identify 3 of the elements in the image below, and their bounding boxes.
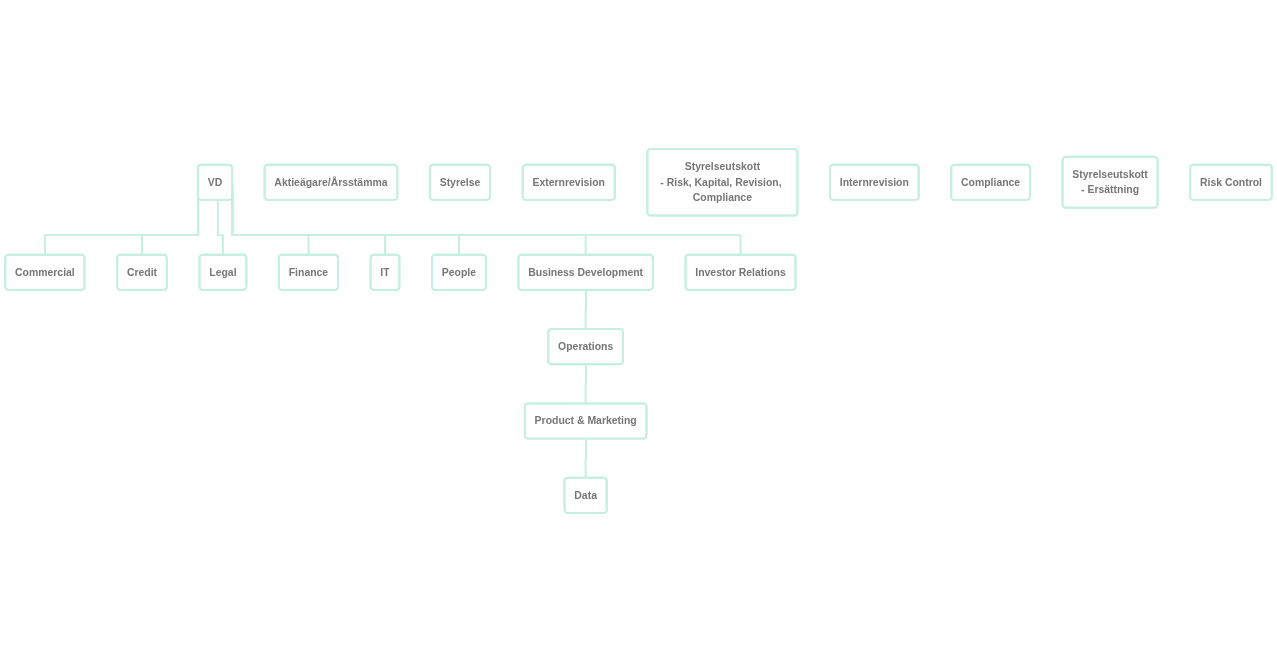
connector	[216, 199, 225, 256]
connector	[584, 289, 587, 331]
connector	[584, 363, 587, 405]
